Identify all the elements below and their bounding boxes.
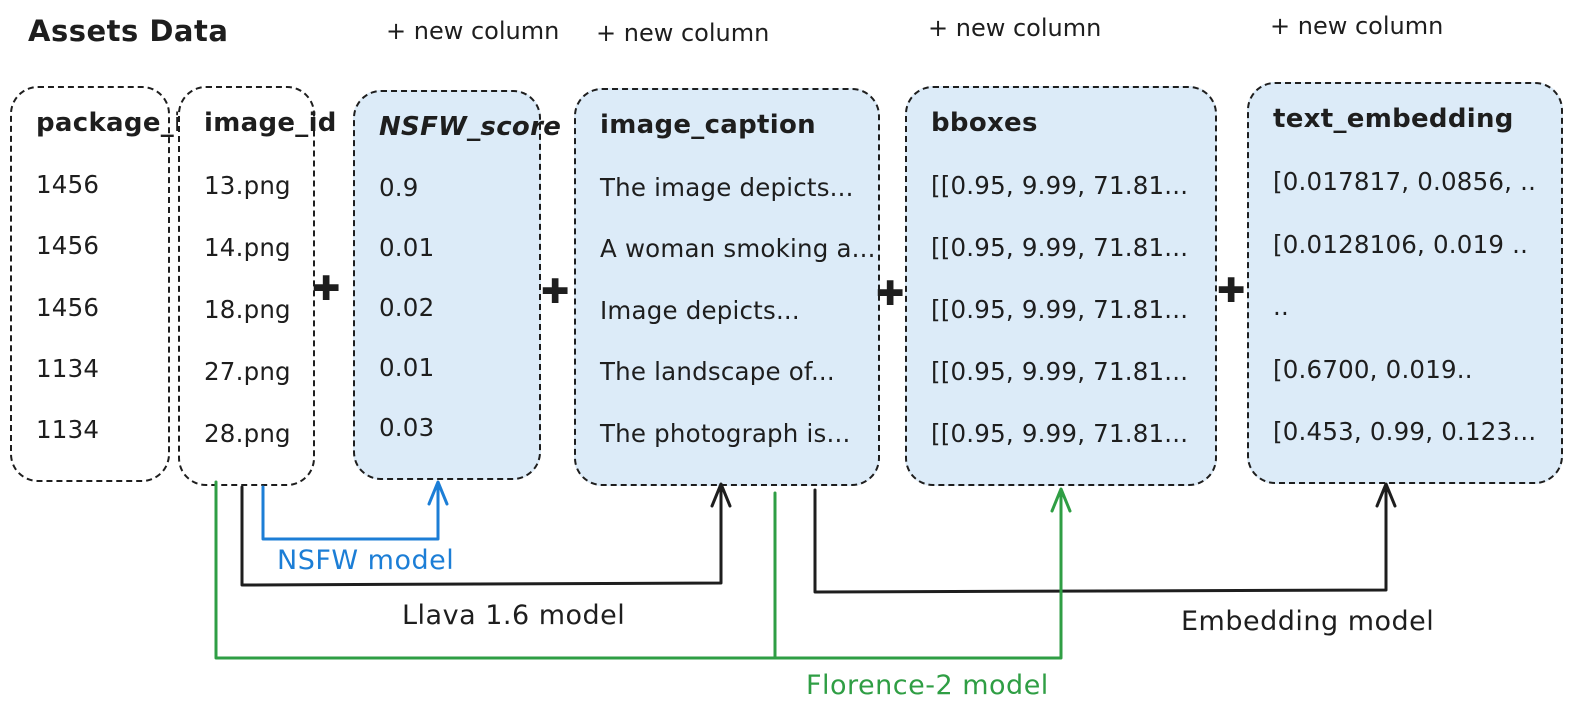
table-cell: The photograph is...: [600, 418, 851, 448]
arrowhead-florence-model: [1050, 487, 1072, 513]
table-cell: 14.png: [204, 233, 291, 262]
new-column-label-caption: + new column: [596, 19, 770, 47]
table-cell: A woman smoking a...: [600, 234, 876, 264]
new-column-label-nsfw: + new column: [386, 17, 560, 45]
plus-icon: ✚: [312, 269, 341, 309]
arrowhead-llava-model: [710, 482, 732, 508]
plus-icon: ✚: [876, 274, 905, 314]
table-package-id: package_id 1456 1456 1456 1134 1134: [10, 86, 203, 482]
table-cell: 1134: [36, 414, 100, 444]
table-cell: 1456: [36, 170, 100, 200]
table-cell: Image depicts...: [600, 295, 800, 325]
table-cell: 1134: [36, 353, 100, 383]
column-header: bboxes: [931, 108, 1038, 138]
arrow-embedding-model: [813, 487, 1388, 594]
table-cell: The image depicts...: [600, 172, 854, 202]
table-cell: 0.02: [379, 293, 435, 322]
embedding-model-label: Embedding model: [1181, 606, 1435, 637]
arrowhead-embedding-model: [1375, 482, 1397, 508]
table-cell: [0.0128106, 0.019 ..: [1273, 229, 1529, 259]
arrow-nsfw-model: [261, 485, 440, 541]
table-image-caption: image_caption The image depicts... A wom…: [574, 88, 880, 486]
table-cell: 28.png: [204, 419, 291, 448]
table-cell: 0.03: [379, 413, 435, 442]
table-cell: 18.png: [204, 295, 291, 324]
table-cell: [0.453, 0.99, 0.123...: [1273, 416, 1537, 446]
table-cell: ..: [1273, 292, 1289, 322]
column-header: image_id: [204, 108, 337, 138]
column-header: text_embedding: [1273, 104, 1514, 134]
nsfw-model-label: NSFW model: [277, 545, 455, 576]
table-cell: [[0.95, 9.99, 71.81...: [931, 295, 1189, 324]
new-column-label-embedding: + new column: [1270, 12, 1444, 40]
plus-icon: ✚: [541, 272, 570, 312]
table-cell: 1456: [36, 292, 100, 322]
table-bboxes: bboxes [[0.95, 9.99, 71.81... [[0.95, 9.…: [905, 86, 1217, 486]
table-cell: [[0.95, 9.99, 71.81...: [931, 419, 1189, 448]
table-text-embedding: text_embedding [0.017817, 0.0856, .. [0.…: [1247, 82, 1563, 484]
diagram-title: Assets Data: [28, 14, 229, 48]
table-cell: 1456: [36, 231, 100, 261]
table-cell: 27.png: [204, 357, 291, 386]
florence-model-label: Florence-2 model: [806, 670, 1049, 701]
table-cell: The landscape of...: [600, 357, 835, 387]
table-cell: [[0.95, 9.99, 71.81...: [931, 357, 1189, 386]
column-header: NSFW_score: [379, 112, 562, 142]
table-cell: 13.png: [204, 171, 291, 200]
column-header: package_id: [36, 108, 203, 138]
table-cell: 0.01: [379, 233, 435, 262]
table-cell: [0.017817, 0.0856, ..: [1273, 167, 1537, 197]
table-image-id: image_id 13.png 14.png 18.png 27.png 28.…: [178, 86, 337, 486]
plus-icon: ✚: [1217, 271, 1246, 311]
llava-model-label: Llava 1.6 model: [402, 600, 626, 631]
table-cell: [[0.95, 9.99, 71.81...: [931, 171, 1189, 200]
new-column-label-bboxes: + new column: [928, 14, 1102, 42]
column-header: image_caption: [600, 110, 816, 140]
table-cell: [0.6700, 0.019..: [1273, 354, 1473, 384]
arrowhead-nsfw-model: [427, 480, 449, 506]
table-cell: 0.9: [379, 173, 419, 202]
table-nsfw-score: NSFW_score 0.9 0.01 0.02 0.01 0.03: [353, 90, 562, 480]
table-cell: [[0.95, 9.99, 71.81...: [931, 233, 1189, 262]
table-cell: 0.01: [379, 353, 435, 382]
